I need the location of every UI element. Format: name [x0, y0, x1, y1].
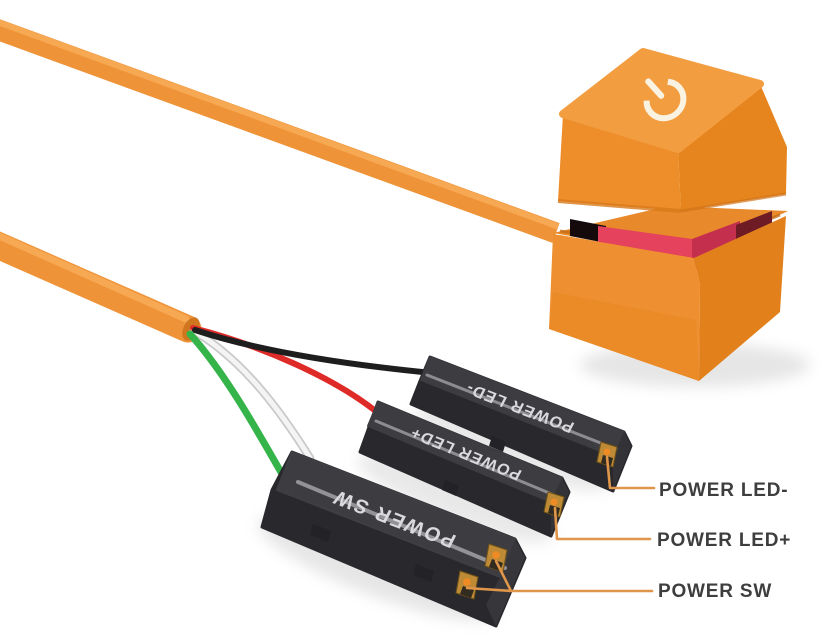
connector-edge-stripe: [374, 419, 556, 497]
keycap-skirt-shade: [557, 199, 682, 213]
wire-white: [191, 328, 313, 461]
wire-black: [192, 327, 435, 376]
main-cable-body: [0, 19, 560, 243]
wires: [186, 325, 435, 492]
button-base-left-shade: [549, 292, 699, 381]
connector-power-sw: POWER SW: [260, 450, 527, 628]
button-base-right-face: [694, 216, 786, 381]
power-icon-stem: [645, 78, 665, 99]
power-icon-ring: [643, 78, 687, 122]
label-power-led-plus: POWER LED+: [657, 530, 791, 551]
label-power-sw: POWER SW: [658, 581, 772, 602]
keycap-top-face: [559, 48, 764, 153]
connector-tab: [413, 564, 434, 582]
pin-contact-dot: [550, 498, 558, 506]
annotation-labels: POWER LED- POWER LED+ POWER SW: [657, 480, 791, 602]
power-button: [549, 48, 788, 381]
label-power-led-minus: POWER LED-: [659, 480, 788, 501]
main-cable-highlight: [0, 19, 560, 230]
keycap-right-face: [678, 84, 787, 211]
leader-lines: [465, 455, 656, 593]
connector-tab: [442, 480, 459, 496]
leader-line-power-led-minus: [605, 455, 656, 490]
split-cable-highlight: [0, 232, 190, 323]
connector-tab: [310, 524, 331, 542]
connector-edge-stripe: [425, 373, 618, 451]
main-cable: [0, 19, 560, 243]
connector-edge-stripe: [296, 480, 507, 570]
split-cable-body: [0, 231, 202, 343]
button-base-top: [553, 206, 788, 257]
wire-green: [186, 330, 294, 492]
keycap-skirt-shade: [680, 192, 787, 213]
pin-contact-dot: [463, 578, 471, 586]
connector-end-face: [613, 432, 631, 491]
leader-line-power-sw: [465, 559, 654, 593]
pin-contact-dot: [603, 448, 611, 456]
connector-power-led-plus: POWER LED+: [358, 400, 571, 538]
connector-tab: [489, 436, 506, 452]
connector-shadow: [357, 453, 553, 543]
leader-line-power-led-plus: [553, 506, 652, 541]
power-icon: [643, 78, 687, 122]
switch-housing-black: [570, 219, 606, 243]
pin-contact-dot: [492, 551, 500, 559]
keycap-left-face: [558, 114, 681, 211]
